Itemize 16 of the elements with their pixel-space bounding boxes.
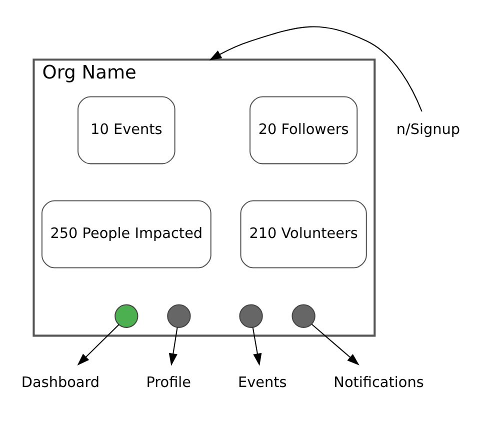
node-circle — [238, 304, 262, 328]
arrow — [208, 26, 422, 112]
node-text: Dashboard — [20, 374, 100, 391]
node-text: Profile — [146, 374, 191, 391]
node-text: Events — [237, 374, 286, 391]
node-circle — [166, 304, 190, 328]
node-box: 20 Followers — [249, 96, 358, 164]
node-box: 10 Events — [77, 96, 175, 164]
node-circle — [291, 304, 315, 328]
node-text: n/Signup — [396, 122, 460, 138]
node-circle — [114, 304, 138, 328]
arrow — [311, 324, 359, 366]
node-text: Notifications — [333, 374, 424, 391]
node-box: 210 Volunteers — [240, 200, 366, 268]
node-box: 250 People Impacted — [40, 200, 211, 268]
arrow — [76, 324, 119, 366]
